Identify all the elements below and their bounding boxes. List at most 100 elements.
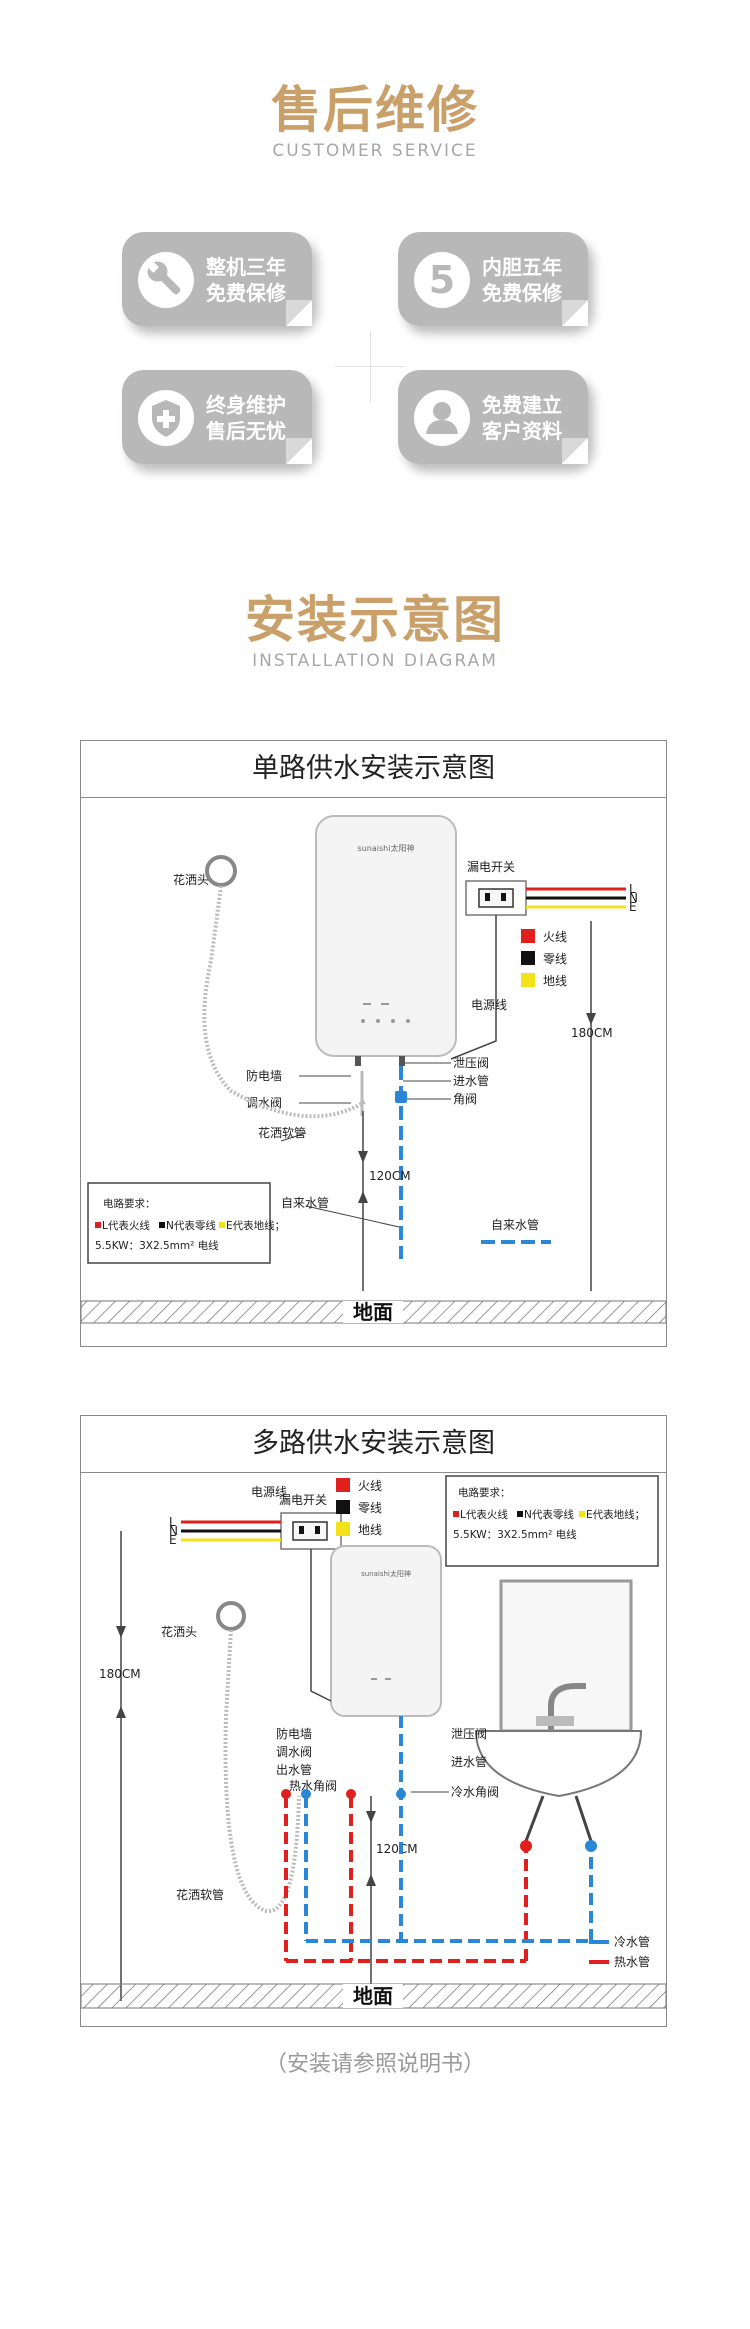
zero-swatch <box>336 1500 350 1514</box>
note-n: N代表零线 <box>524 1508 574 1521</box>
service-card-lifetime: 终身维护 售后无忧 <box>122 370 312 464</box>
cold-angle-valve-label: 冷水角阀 <box>451 1785 499 1799</box>
single-supply-diagram: 单路供水安装示意图 sunaishi太阳神 漏电开关 L N E <box>80 740 667 1347</box>
note-l: L代表火线 <box>460 1508 508 1521</box>
note-title: 电路要求： <box>103 1197 156 1210</box>
legend-cold-pipe-label: 冷水管 <box>614 1934 650 1949</box>
wire-e-label: E <box>629 900 637 914</box>
earth-label: 地线 <box>543 974 567 988</box>
card-line-2: 售后无忧 <box>206 419 286 443</box>
circuit-requirements-box <box>87 1182 271 1264</box>
page-fold <box>562 438 588 464</box>
card-line-1: 整机三年 <box>206 255 286 279</box>
card-line-2: 客户资料 <box>482 419 562 443</box>
note-e: E代表地线； <box>586 1508 645 1521</box>
fire-label: 火线 <box>543 930 567 944</box>
water-heater <box>330 1545 442 1717</box>
switch-label: 漏电开关 <box>467 860 515 874</box>
legend-tap-pipe-label: 自来水管 <box>491 1217 539 1232</box>
heater-buttons <box>361 1003 410 1023</box>
divider-vertical <box>370 330 371 402</box>
height-180-label: 180CM <box>99 1667 141 1681</box>
note-l: L代表火线 <box>102 1219 150 1232</box>
wire-l-label: L <box>629 882 636 896</box>
page-fold <box>562 300 588 326</box>
earth-swatch <box>336 1522 350 1536</box>
inlet-pipe-label: 进水管 <box>453 1073 489 1088</box>
card-line-2: 免费保修 <box>206 281 286 305</box>
multi-supply-diagram: 多路供水安装示意图 漏电开关 L N E 火线 零线 地线 电路要求： L代表火… <box>80 1415 667 2027</box>
cold-pipe-network <box>304 1716 593 1943</box>
power-line-label: 电源线 <box>251 1485 287 1499</box>
fire-swatch <box>336 1478 350 1492</box>
mirror <box>499 1579 633 1733</box>
switch-label: 漏电开关 <box>279 1493 327 1507</box>
shower-head <box>216 1601 246 1631</box>
diagram-title: 多路供水安装示意图 <box>81 1416 666 1473</box>
earth-label: 地线 <box>358 1523 382 1537</box>
note-spec: 5.5KW：3X2.5mm² 电线 <box>453 1528 577 1541</box>
number-five-icon: 5 <box>412 250 472 310</box>
zero-swatch <box>521 951 535 965</box>
note-title: 电路要求： <box>458 1486 511 1499</box>
service-card-customer-file: 免费建立 客户资料 <box>398 370 588 464</box>
service-card-text: 整机三年 免费保修 <box>206 254 306 306</box>
shower-hose-label: 花洒软管 <box>258 1125 306 1140</box>
legend-hot-pipe-label: 热水管 <box>614 1954 650 1969</box>
height-120-label: 120CM <box>376 1842 418 1856</box>
wire-n-label: N <box>169 1524 178 1538</box>
anti-electric-wall-label: 防电墙 <box>276 1726 312 1741</box>
fire-label: 火线 <box>358 1479 382 1493</box>
relief-valve-label: 泄压阀 <box>453 1056 489 1070</box>
zero-label: 零线 <box>543 952 567 966</box>
earth-swatch <box>521 973 535 987</box>
card-line-1: 内胆五年 <box>482 255 562 279</box>
height-120-label: 120CM <box>369 1169 411 1183</box>
shower-head <box>205 855 237 887</box>
circuit-requirements-box <box>445 1475 659 1567</box>
ground-label: 地面 <box>353 1300 393 1324</box>
wrench-icon <box>136 250 196 310</box>
service-card-text: 内胆五年 免费保修 <box>482 254 582 306</box>
brand-label: sunaishi太阳神 <box>358 843 415 853</box>
relief-valve-label: 泄压阀 <box>451 1727 487 1741</box>
service-card-warranty-3y: 整机三年 免费保修 <box>122 232 312 326</box>
shower-head-label: 花洒头 <box>173 872 209 887</box>
install-title: 安装示意图 <box>245 591 505 649</box>
ground-label: 地面 <box>353 1984 393 2008</box>
note-n: N代表零线 <box>166 1219 216 1232</box>
wire-n-label: N <box>629 891 638 905</box>
zero-label: 零线 <box>358 1501 382 1515</box>
shower-hose-label: 花洒软管 <box>176 1887 224 1902</box>
card-line-1: 免费建立 <box>482 393 562 417</box>
hot-pipe-network <box>284 1796 528 1963</box>
service-title: 售后维修 <box>271 81 479 139</box>
shield-plus-icon <box>136 388 196 448</box>
inlet-pipe-label: 进水管 <box>451 1754 487 1769</box>
mix-valve-label: 调水阀 <box>246 1096 282 1110</box>
height-180-label: 180CM <box>571 1026 613 1040</box>
water-heater <box>315 815 457 1057</box>
anti-electric-wall-label: 防电墙 <box>246 1068 282 1083</box>
service-card-tank-5y: 5 内胆五年 免费保修 <box>398 232 588 326</box>
diagram-title: 单路供水安装示意图 <box>81 741 666 798</box>
install-subtitle: INSTALLATION DIAGRAM <box>252 651 498 671</box>
manual-footnote: （安装请参照说明书） <box>264 2052 485 2077</box>
note-spec: 5.5KW：3X2.5mm² 电线 <box>95 1239 219 1252</box>
mix-valve-label: 调水阀 <box>276 1745 312 1759</box>
angle-valve-label: 角阀 <box>453 1092 477 1106</box>
wire-l-label: L <box>169 1515 176 1529</box>
outlet-pipe-label: 出水管 <box>276 1762 312 1777</box>
install-section-header: 安装示意图 INSTALLATION DIAGRAM <box>0 590 750 672</box>
wash-basin <box>474 1730 643 1798</box>
svg-text:5: 5 <box>429 258 455 302</box>
service-section-header: 售后维修 CUSTOMER SERVICE <box>0 80 750 162</box>
single-supply-drawing: sunaishi太阳神 漏电开关 L N E 火线 零线 地线 电源线 <box>81 815 666 1324</box>
user-icon <box>412 388 472 448</box>
service-subtitle: CUSTOMER SERVICE <box>272 141 478 161</box>
multi-supply-drawing: 漏电开关 L N E 火线 零线 地线 电路要求： L代表火线 N代表零线 E代… <box>81 1475 666 2009</box>
shower-head-label: 花洒头 <box>161 1624 197 1639</box>
hot-angle-valve-label: 热水角阀 <box>289 1779 337 1793</box>
power-line-label: 电源线 <box>471 998 507 1012</box>
note-e: E代表地线； <box>226 1219 285 1232</box>
